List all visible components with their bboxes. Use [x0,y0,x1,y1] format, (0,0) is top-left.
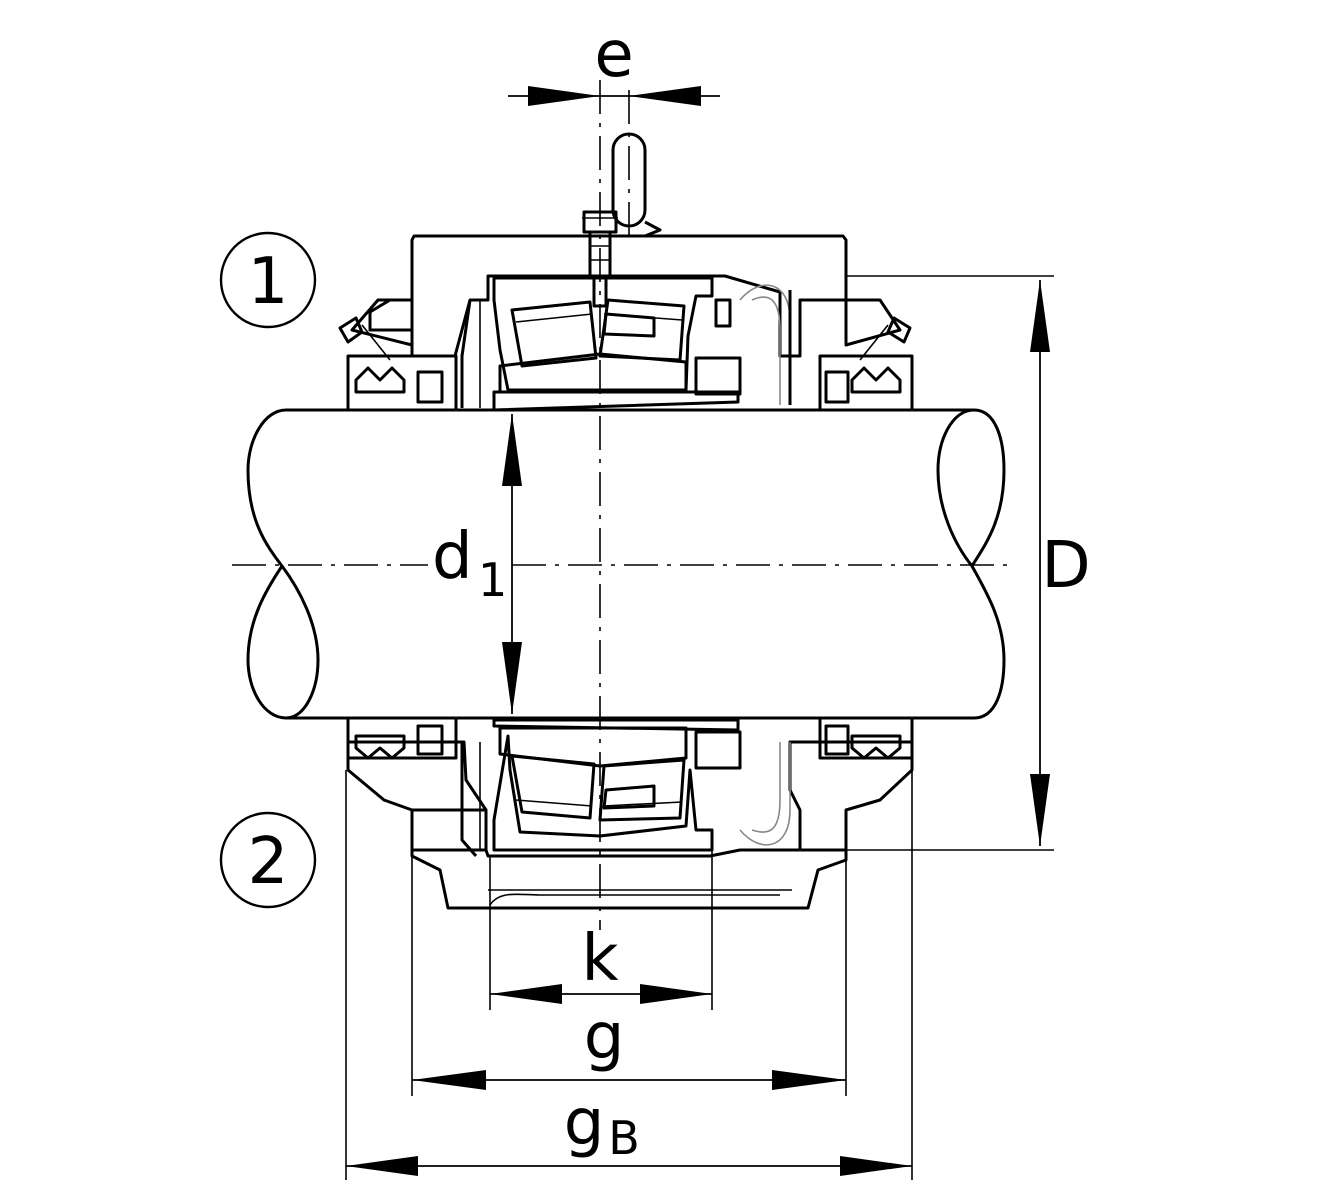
seal-right-bottom [818,716,914,760]
seal-right-top [818,316,914,412]
seal-left-bottom [346,716,458,760]
bearing-bottom [460,718,791,857]
callout-1: 1 [219,231,317,329]
callout-2-number: 2 [248,825,289,899]
housing-bottom [346,740,914,910]
label-gB: g [564,1086,605,1160]
label-d1: d [432,520,473,594]
dimensions [345,86,1054,1180]
label-k: k [581,922,618,996]
label-e: e [594,18,633,92]
label-d1-subscript: 1 [478,553,507,607]
label-gB-subscript: B [608,1111,640,1165]
label-g: g [584,1000,625,1074]
grease-nipple-top [582,132,662,308]
callout-2: 2 [219,811,317,909]
label-D: D [1041,529,1090,603]
bearing-top [460,276,792,412]
centerlines [232,80,1010,930]
housing-top [350,234,902,358]
callout-1-number: 1 [248,245,289,319]
shaft [246,408,1006,720]
